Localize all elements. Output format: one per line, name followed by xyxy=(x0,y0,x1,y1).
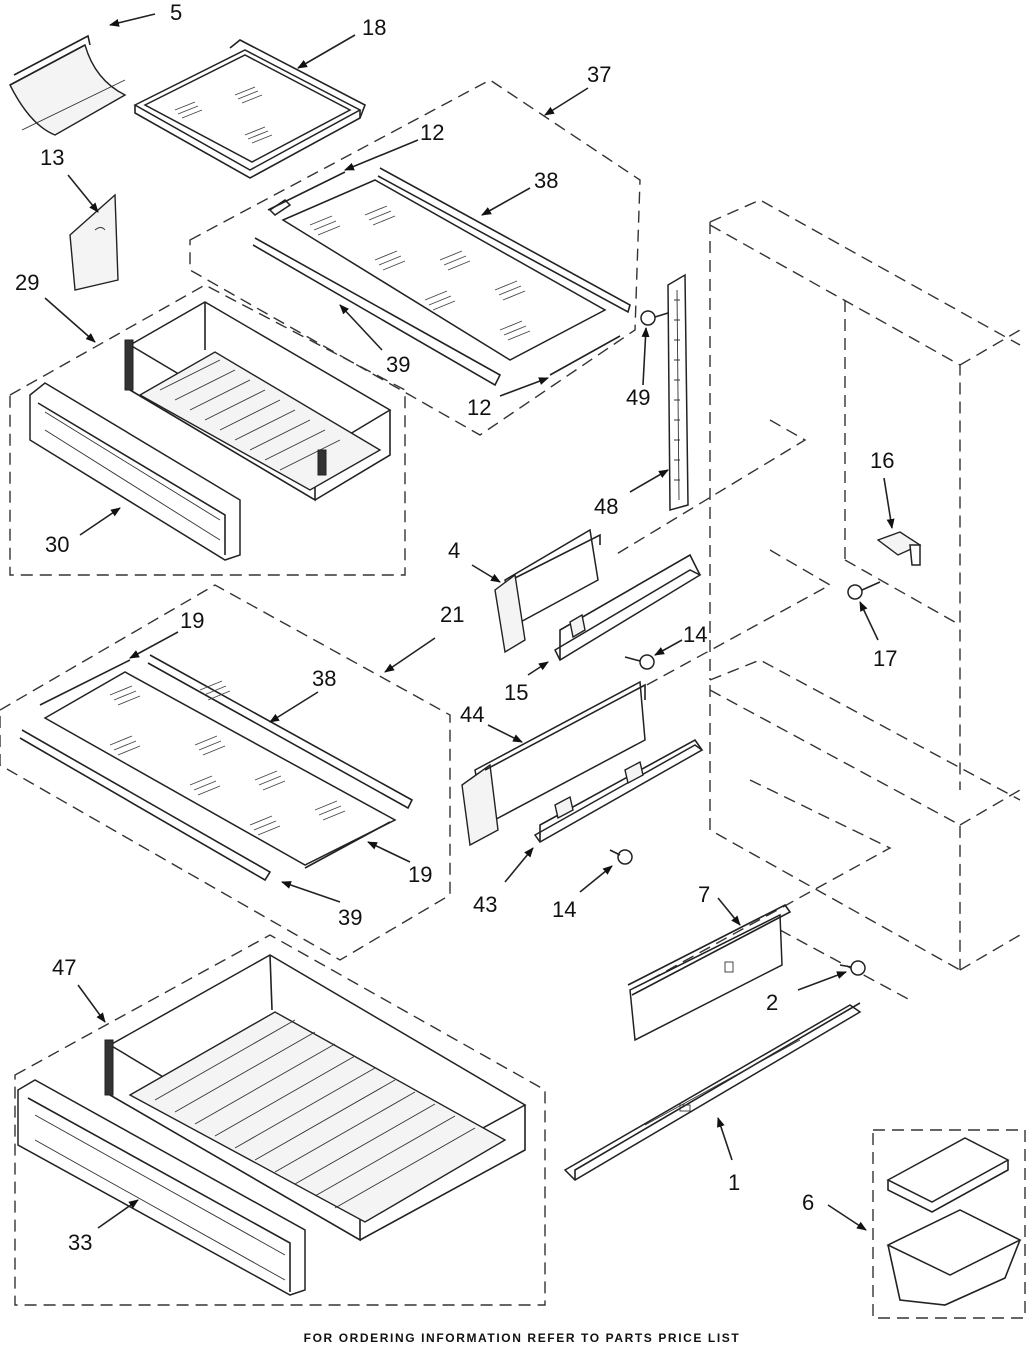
callout-18: 18 xyxy=(362,15,386,40)
callout-12: 12 xyxy=(420,120,444,145)
callout-1: 1 xyxy=(728,1170,740,1195)
part-6-dish xyxy=(888,1138,1020,1305)
callout-49: 49 xyxy=(626,385,650,410)
part-38-glass-lower xyxy=(20,655,412,880)
callout-5: 5 xyxy=(170,0,182,25)
part-14-screw-lower xyxy=(610,850,632,864)
callout-14-lower: 14 xyxy=(552,897,576,922)
callout-39: 39 xyxy=(386,352,410,377)
callout-19: 19 xyxy=(180,608,204,633)
callout-14: 14 xyxy=(683,622,707,647)
callout-19-lower: 19 xyxy=(408,862,432,887)
callout-43: 43 xyxy=(473,892,497,917)
part-13-panel xyxy=(70,195,118,290)
callout-29: 29 xyxy=(15,270,39,295)
callout-30: 30 xyxy=(45,532,69,557)
footer-note: FOR ORDERING INFORMATION REFER TO PARTS … xyxy=(304,1331,741,1345)
callout-13: 13 xyxy=(40,145,64,170)
part-49-screw xyxy=(641,311,668,325)
part-38-glass-upper xyxy=(253,168,630,385)
callout-7: 7 xyxy=(698,882,710,907)
part-16-bracket xyxy=(878,532,920,565)
callout-16: 16 xyxy=(870,448,894,473)
callout-4: 4 xyxy=(448,538,460,563)
callout-2: 2 xyxy=(766,990,778,1015)
callout-48: 48 xyxy=(594,494,618,519)
callout-47: 47 xyxy=(52,955,76,980)
part-7-bracket xyxy=(628,905,790,1040)
callout-33: 33 xyxy=(68,1230,92,1255)
callout-6: 6 xyxy=(802,1190,814,1215)
part-5-cover xyxy=(10,36,125,135)
callout-38-lower: 38 xyxy=(312,666,336,691)
part-18-shelf xyxy=(135,40,365,178)
callout-38: 38 xyxy=(534,168,558,193)
part-1-slide-rail xyxy=(565,1003,860,1180)
callout-15: 15 xyxy=(504,680,528,705)
callout-44: 44 xyxy=(460,702,484,727)
part-44-slide-lower xyxy=(462,682,702,845)
callout-39-lower: 39 xyxy=(338,905,362,930)
part-17-screw xyxy=(848,582,880,599)
callout-12-lower: 12 xyxy=(467,395,491,420)
part-4-slide-upper xyxy=(495,530,700,660)
part-14-screw-upper xyxy=(625,655,654,669)
callout-37: 37 xyxy=(587,62,611,87)
callout-21: 21 xyxy=(440,602,464,627)
callout-17: 17 xyxy=(873,646,897,671)
part-48-rail xyxy=(668,275,688,510)
